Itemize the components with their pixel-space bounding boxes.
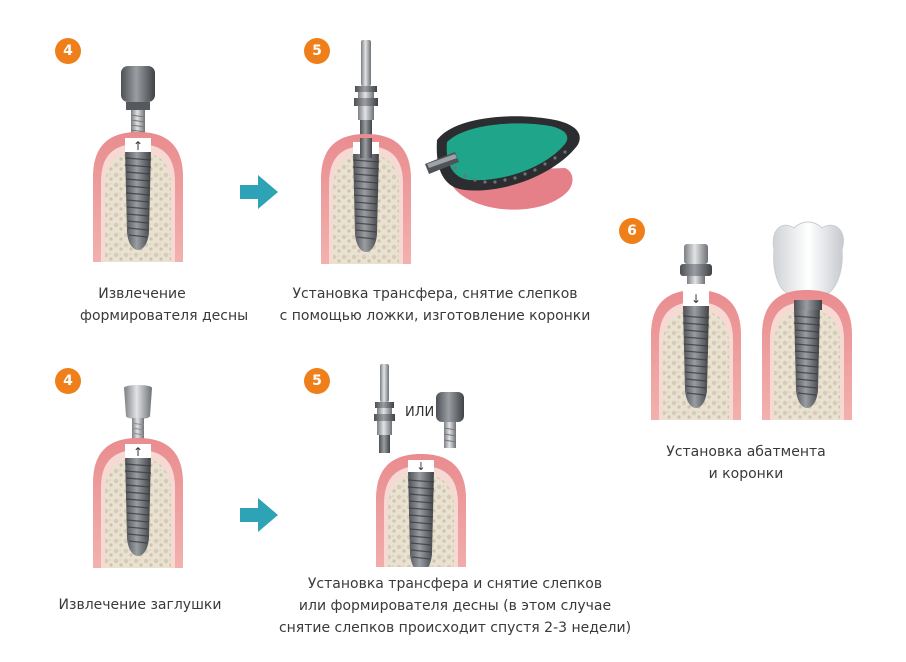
step-badge-5-bottom: 5: [304, 368, 330, 394]
transfer-or-healing-cap-illustration: ↓: [374, 364, 467, 567]
svg-text:↑: ↑: [133, 445, 143, 459]
transfer-impression-illustration: [320, 40, 412, 265]
step-badge-5-top: 5: [304, 38, 330, 64]
step-badge-6: 6: [619, 218, 645, 244]
svg-text:↓: ↓: [416, 460, 425, 473]
crown-on-implant-illustration: [761, 221, 853, 421]
svg-text:↑: ↑: [133, 139, 143, 153]
impression-tray-illustration: [425, 116, 580, 210]
cover-screw-removal-illustration: ↑: [92, 385, 184, 569]
or-label: ИЛИ: [405, 405, 435, 420]
svg-text:↓: ↓: [691, 292, 701, 306]
caption-step4-bottom: Извлечение заглушки: [58, 597, 222, 613]
flow-arrow-top: [240, 175, 278, 209]
healing-cap-removal-illustration: ↑: [92, 66, 184, 263]
step-badge-4-bottom: 4: [55, 368, 81, 394]
abutment-installation-illustration: ↓: [650, 244, 742, 421]
step-badge-4-top: 4: [55, 38, 81, 64]
flow-arrow-bottom: [240, 498, 278, 532]
